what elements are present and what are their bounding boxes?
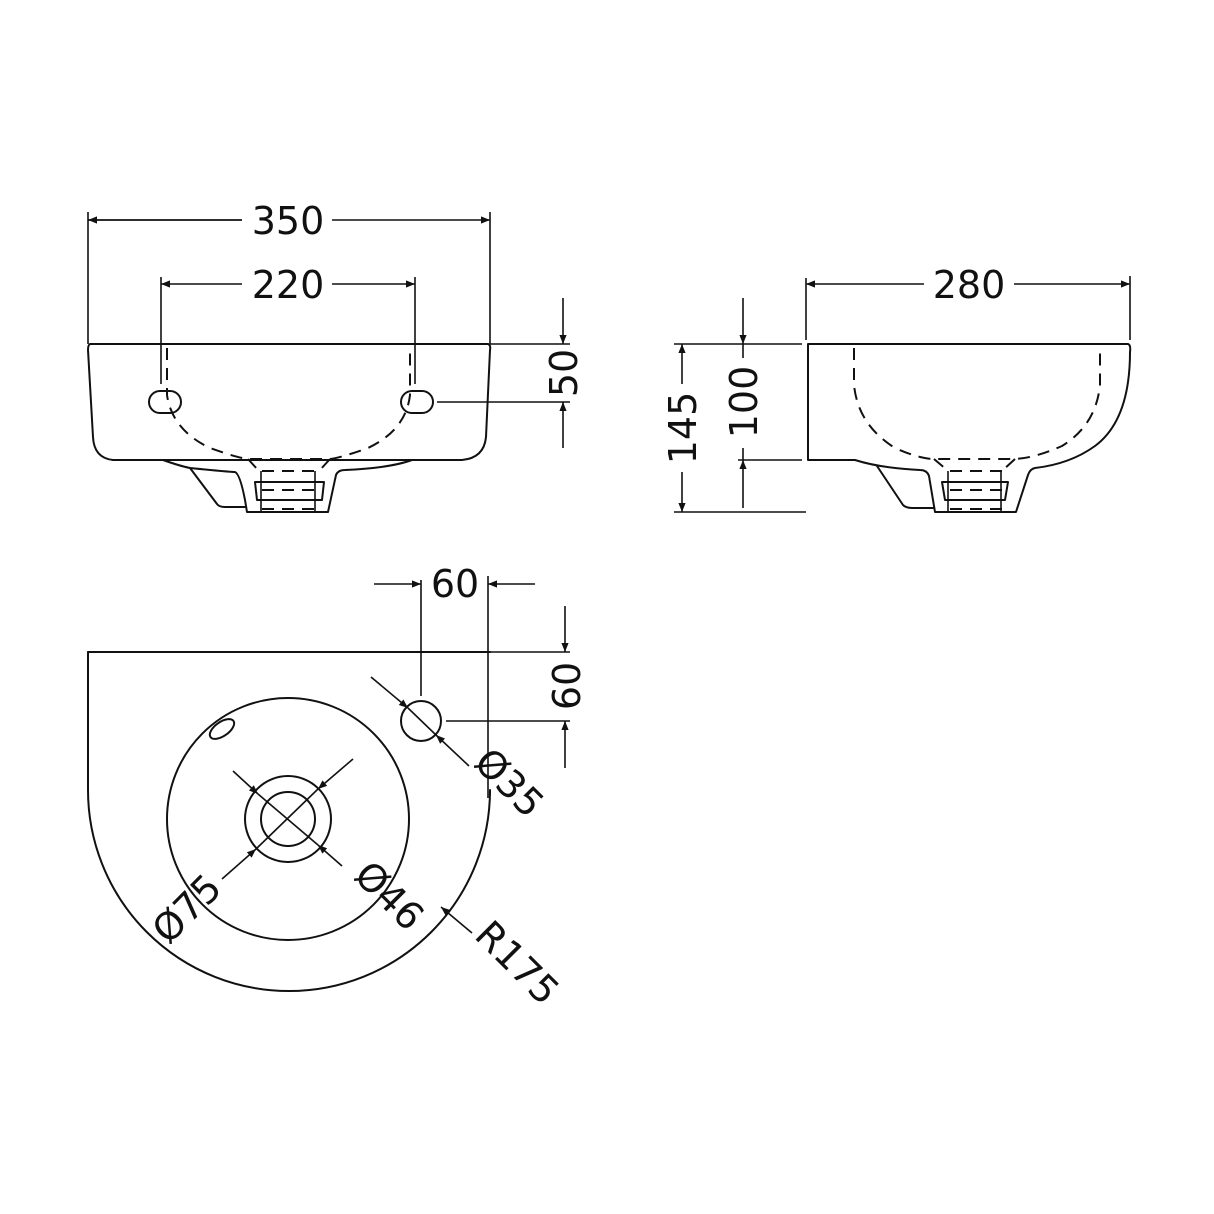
side-waste-fitting — [941, 481, 1009, 501]
basin-underside — [162, 459, 413, 513]
diameter-arrow — [435, 734, 470, 767]
bowl-circle — [166, 697, 410, 941]
side-hidden-waste-neck — [933, 458, 1016, 471]
waste-outer-diameter-label: Ø75 — [144, 866, 230, 952]
front-radius-label: R175 — [467, 912, 568, 1013]
tap-hole-diameter-label: Ø35 — [466, 740, 552, 826]
tap-hole-left — [148, 390, 182, 414]
side-body-outline — [807, 343, 1132, 513]
tap-hole-circle — [400, 700, 442, 742]
plan-front-radius-outline — [87, 651, 491, 992]
diameter-arrow — [221, 848, 257, 880]
overflow-slot — [208, 718, 236, 740]
hidden-bowl-contour — [166, 348, 411, 460]
diameter-line — [257, 793, 319, 846]
diameter-line — [255, 788, 319, 850]
waste-fitting — [254, 481, 325, 501]
plan-view: 60 60 Ø35 Ø46 Ø75 R175 — [87, 562, 589, 1013]
basin-body-outline — [87, 343, 492, 461]
hidden-waste-neck — [247, 458, 331, 471]
radius-leader-arrow — [440, 906, 473, 934]
diameter-arrow — [370, 676, 409, 709]
tap-offset-x-label: 60 — [431, 562, 479, 606]
overflow-channel — [189, 467, 246, 508]
overall-width-label: 350 — [252, 199, 325, 243]
overall-depth-label: 280 — [933, 263, 1006, 307]
tap-hole-right — [400, 390, 434, 414]
tap-centres-label: 220 — [252, 263, 325, 307]
side-view: 280 145 100 — [661, 263, 1132, 513]
overall-height-label: 145 — [661, 392, 705, 465]
side-hidden-bowl-contour — [853, 348, 1101, 460]
waste-inner-circle — [260, 791, 316, 847]
bowl-height-label: 100 — [722, 366, 766, 439]
waste-outer-circle — [244, 775, 332, 863]
diameter-arrow — [317, 844, 343, 867]
tap-offset-y-label: 60 — [545, 662, 589, 710]
waste-inner-diameter-label: Ø46 — [346, 853, 432, 939]
diameter-arrow — [232, 770, 259, 795]
diameter-arrow — [317, 758, 354, 790]
tap-height-label: 50 — [542, 349, 586, 397]
side-overflow-channel — [876, 465, 934, 509]
diameter-line — [407, 707, 437, 736]
front-view: 350 220 50 — [87, 199, 586, 513]
